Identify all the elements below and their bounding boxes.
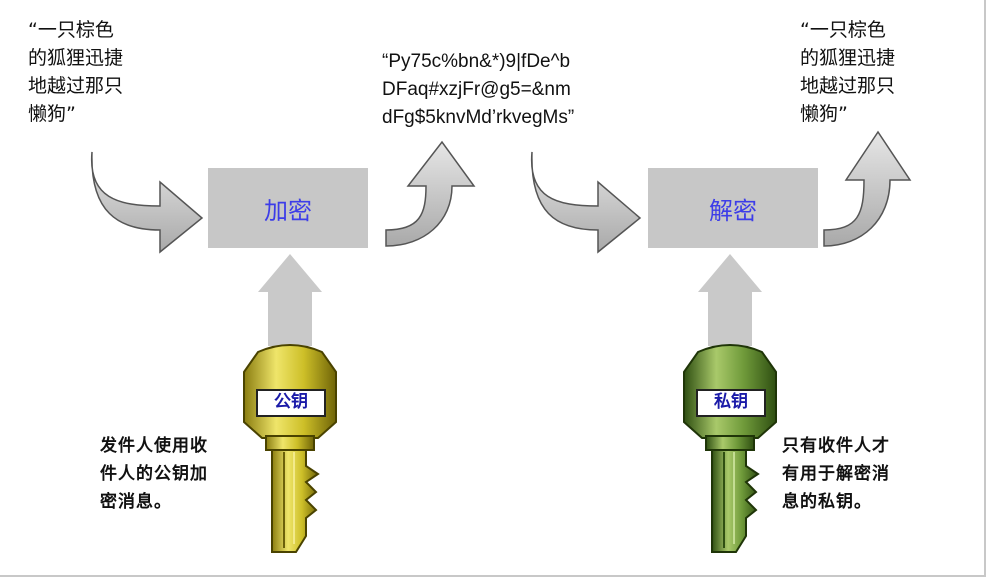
up-arrow-encrypt: [258, 254, 322, 346]
curved-arrow-out-encrypt: [385, 140, 476, 247]
ciphertext: “Py75c%bn&*)9|fDe^b DFaq#xzjFr@g5=&nm dF…: [382, 51, 575, 128]
decrypt-box: 解密: [648, 168, 818, 248]
encrypt-label: 加密: [264, 196, 312, 225]
plaintext-input: “一只棕色 的狐狸迅捷 地越过那只 懒狗”: [28, 19, 124, 125]
curved-arrow-out-decrypt: [823, 130, 912, 247]
curved-arrow-into-encrypt: [90, 151, 204, 254]
private-key-caption: 只有收件人才 有用于解密消 息的私钥。: [782, 436, 890, 512]
curved-arrow-into-decrypt: [530, 151, 642, 254]
plaintext-output: “一只棕色 的狐狸迅捷 地越过那只 懒狗”: [800, 19, 896, 125]
decrypt-label: 解密: [709, 196, 757, 225]
private-key-label: 私钥: [696, 389, 766, 417]
private-key-icon: [683, 344, 777, 553]
public-key-icon: [243, 344, 337, 553]
public-key-label: 公钥: [256, 389, 326, 417]
up-arrow-decrypt: [698, 254, 762, 346]
encrypt-box: 加密: [208, 168, 368, 248]
public-key-caption: 发件人使用收 件人的公钥加 密消息。: [100, 436, 208, 512]
